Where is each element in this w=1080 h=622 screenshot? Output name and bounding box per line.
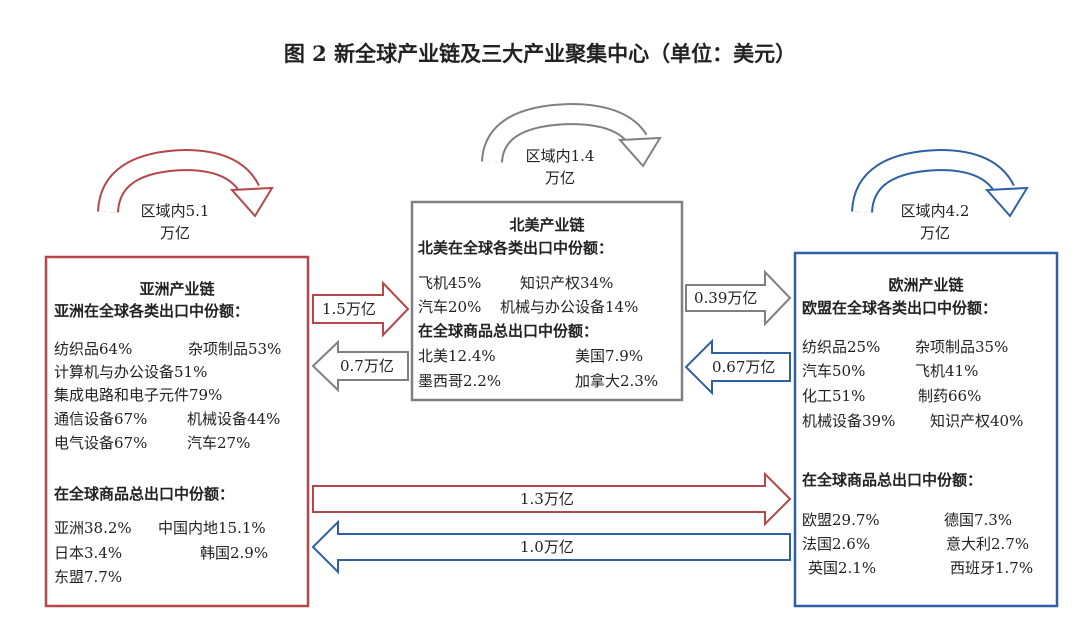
- eu-total: 德国7.3%: [944, 511, 1013, 529]
- asia-box: [44, 255, 310, 608]
- arrow-asia-to-eu: [312, 471, 792, 527]
- intra-eu-line2: 万亿: [919, 224, 950, 242]
- eu-sector: 化工51%: [802, 387, 866, 405]
- eu-total: 欧盟29.7%: [802, 511, 880, 529]
- asia-sector: 电气设备67%: [54, 434, 148, 452]
- arrow-na-to-asia: [311, 339, 409, 393]
- na-chain-title: 北美产业链: [509, 216, 585, 234]
- intra-na-line2: 万亿: [544, 169, 575, 187]
- eu-total: 西班牙1.7%: [950, 559, 1034, 577]
- na-total: 加拿大2.3%: [575, 372, 659, 390]
- arrow-eu-to-asia: [311, 519, 791, 575]
- asia-sector: 汽车27%: [187, 434, 251, 452]
- curved-arrow-north-america: [481, 102, 662, 168]
- arrow-na-to-eu: [685, 269, 792, 327]
- asia-chain-title: 亚洲产业链: [139, 280, 215, 298]
- eu-sector-heading: 欧盟在全球各类出口中份额：: [802, 299, 998, 317]
- eu-sector: 汽车50%: [802, 362, 866, 380]
- na-sector: 汽车20%: [418, 298, 482, 316]
- flow-asia-to-eu: 1.3万亿: [520, 490, 574, 508]
- asia-sector: 机械设备44%: [187, 410, 281, 428]
- asia-sector-heading: 亚洲在全球各类出口中份额：: [54, 302, 250, 320]
- na-total: 北美12.4%: [418, 347, 496, 365]
- na-sector-heading: 北美在全球各类出口中份额：: [418, 239, 614, 257]
- na-sector: 知识产权34%: [520, 274, 614, 292]
- asia-sector: 杂项制品53%: [188, 340, 282, 358]
- flow-na-to-eu: 0.39万亿: [694, 289, 758, 307]
- asia-total: 亚洲38.2%: [54, 519, 132, 537]
- intra-asia-line1: 区域内5.1: [140, 202, 210, 220]
- eu-chain-title: 欧洲产业链: [888, 276, 964, 294]
- arrow-asia-to-na: [312, 280, 410, 338]
- eu-sector: 知识产权40%: [930, 412, 1024, 430]
- curved-arrow-europe: [851, 148, 1029, 218]
- eu-total-heading: 在全球商品总出口中份额：: [802, 471, 983, 489]
- flow-eu-to-na: 0.67万亿: [712, 358, 776, 376]
- intra-eu-line1: 区域内4.2: [900, 202, 970, 220]
- eu-total: 意大利2.7%: [946, 535, 1030, 553]
- arrow-eu-to-na: [684, 338, 791, 396]
- flow-na-to-asia: 0.7万亿: [340, 357, 394, 375]
- figure-title: 图 2 新全球产业链及三大产业聚集中心（单位：美元）: [283, 41, 797, 66]
- eu-sector: 飞机41%: [915, 362, 979, 380]
- asia-sector: 集成电路和电子元件79%: [54, 386, 223, 404]
- eu-sector: 纺织品25%: [802, 338, 881, 356]
- eu-total: 英国2.1%: [808, 559, 877, 577]
- asia-sector: 计算机与办公设备51%: [54, 363, 208, 381]
- na-total: 美国7.9%: [575, 347, 644, 365]
- europe-box: [793, 251, 1059, 608]
- na-sector: 机械与办公设备14%: [500, 298, 639, 316]
- na-total-heading: 在全球商品总出口中份额：: [418, 322, 599, 340]
- na-total: 墨西哥2.2%: [418, 372, 502, 390]
- flow-asia-to-na: 1.5万亿: [322, 300, 376, 318]
- north-america-box: [410, 200, 684, 402]
- na-sector: 飞机45%: [418, 274, 482, 292]
- eu-sector: 杂项制品35%: [915, 338, 1009, 356]
- intra-na-line1: 区域内1.4: [525, 147, 595, 165]
- eu-total: 法国2.6%: [802, 535, 871, 553]
- eu-sector: 机械设备39%: [802, 412, 896, 430]
- asia-total: 韩国2.9%: [200, 544, 269, 562]
- asia-total: 中国内地15.1%: [158, 519, 266, 537]
- asia-total: 日本3.4%: [54, 544, 123, 562]
- flow-eu-to-asia: 1.0万亿: [520, 538, 574, 556]
- asia-total: 东盟7.7%: [54, 568, 123, 586]
- asia-sector: 纺织品64%: [54, 340, 133, 358]
- curved-arrow-asia: [97, 148, 274, 218]
- intra-asia-line2: 万亿: [159, 224, 190, 242]
- asia-total-heading: 在全球商品总出口中份额：: [54, 485, 235, 503]
- eu-sector: 制药66%: [918, 387, 982, 405]
- asia-sector: 通信设备67%: [54, 410, 148, 428]
